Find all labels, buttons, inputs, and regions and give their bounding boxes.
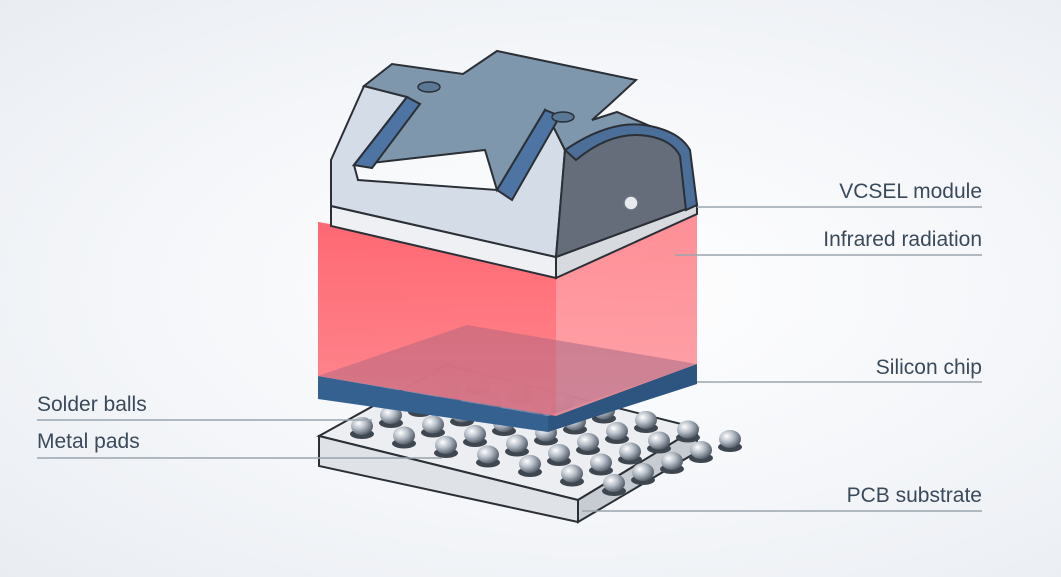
label-pcb-substrate: PCB substrate — [846, 484, 982, 507]
solder-ball — [631, 463, 655, 485]
solder-ball-shape — [603, 474, 625, 492]
solder-ball-shape — [690, 441, 712, 459]
solder-ball — [634, 411, 658, 433]
solder-ball — [676, 420, 700, 443]
solder-ball — [476, 445, 500, 468]
solder-ball — [589, 453, 613, 476]
solder-ball-shape — [677, 420, 699, 439]
solder-ball-shape — [619, 442, 641, 461]
solder-ball-shape — [561, 464, 583, 483]
vcsel-module — [330, 49, 699, 280]
solder-ball-shape — [632, 463, 654, 481]
solder-ball-shape — [380, 406, 402, 424]
solder-ball — [379, 406, 403, 428]
solder-ball-shape — [577, 433, 599, 451]
solder-ball — [618, 442, 642, 465]
solder-ball-shape — [422, 415, 444, 434]
solder-ball-shape — [548, 444, 570, 462]
solder-ball-shape — [477, 445, 499, 464]
solder-ball-shape — [464, 425, 486, 443]
infrared-beam — [318, 214, 697, 416]
solder-ball — [660, 452, 684, 474]
solder-ball-shape — [606, 422, 628, 440]
solder-ball — [421, 415, 445, 438]
solder-ball-shape — [590, 453, 612, 472]
leader-lines — [37, 206, 982, 512]
solder-ball-shape — [351, 417, 373, 435]
solder-ball-shape — [635, 411, 657, 429]
solder-ball-shape — [393, 426, 415, 445]
label-solder-balls: Solder balls — [37, 393, 147, 416]
solder-ball-shape — [519, 455, 541, 473]
solder-ball — [547, 444, 571, 466]
solder-ball — [505, 434, 529, 457]
solder-ball-shape — [435, 436, 457, 454]
solder-ball — [518, 455, 542, 477]
solder-ball — [602, 474, 626, 496]
solder-ball — [350, 417, 374, 439]
solder-ball — [434, 436, 458, 458]
label-infrared-radiation: Infrared radiation — [823, 228, 982, 251]
solder-ball-shape — [719, 430, 741, 448]
solder-ball — [689, 441, 713, 463]
solder-ball — [647, 431, 671, 454]
solder-ball-shape — [661, 452, 683, 470]
solder-ball — [605, 422, 629, 444]
solder-ball — [576, 433, 600, 455]
solder-ball — [392, 426, 416, 449]
label-vcsel-module: VCSEL module — [839, 180, 982, 203]
solder-ball — [560, 464, 584, 487]
solder-ball — [463, 425, 487, 447]
solder-ball — [718, 430, 742, 452]
label-silicon-chip: Silicon chip — [875, 356, 982, 379]
solder-ball-shape — [648, 431, 670, 450]
solder-ball-shape — [506, 434, 528, 453]
label-metal-pads: Metal pads — [37, 430, 140, 453]
